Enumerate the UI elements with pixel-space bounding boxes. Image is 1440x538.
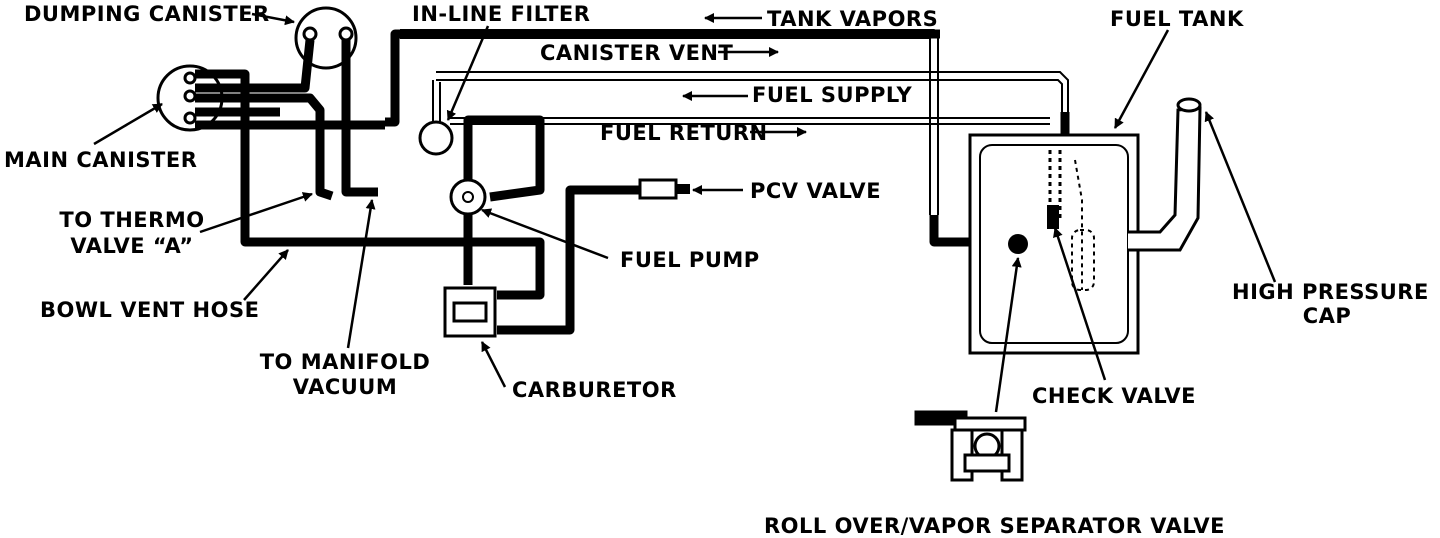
label-fuel-return: FUEL RETURN	[600, 121, 768, 145]
label-fuel-tank: FUEL TANK	[1110, 7, 1244, 31]
label-to-thermo-line1: TO THERMO	[59, 208, 205, 232]
label-to-manifold-line1: TO MANIFOLD	[259, 350, 431, 374]
label-canister-vent: CANISTER VENT	[540, 41, 734, 65]
label-in-line-filter: IN-LINE FILTER	[412, 2, 591, 26]
label-high-pressure-cap-line1: HIGH PRESSURE	[1232, 280, 1429, 304]
hoses	[195, 29, 1070, 335]
label-high-pressure-cap-line2: CAP	[1302, 304, 1352, 328]
label-to-thermo-line2: VALVE “A”	[70, 234, 194, 258]
fuel-pump	[449, 178, 487, 216]
label-carburetor: CARBURETOR	[512, 378, 677, 402]
carburetor	[443, 286, 497, 338]
pcv-valve	[638, 178, 690, 200]
fuel-tank	[968, 97, 1202, 355]
in-line-filter	[418, 120, 454, 156]
label-pcv-valve: PCV VALVE	[750, 179, 882, 203]
label-roll-over-vapor-separator-valve: ROLL OVER/VAPOR SEPARATOR VALVE	[764, 514, 1225, 538]
label-tank-vapors: TANK VAPORS	[767, 7, 939, 31]
label-fuel-supply: FUEL SUPPLY	[752, 83, 913, 107]
tubes	[400, 29, 1069, 215]
label-check-valve: CHECK VALVE	[1032, 384, 1196, 408]
roll-over-valve-assembly	[914, 410, 1027, 482]
label-bowl-vent-hose: BOWL VENT HOSE	[40, 298, 260, 322]
label-to-manifold-line2: VACUUM	[292, 375, 398, 399]
label-dumping-canister: DUMPING CANISTER	[24, 2, 270, 26]
label-main-canister: MAIN CANISTER	[4, 148, 198, 172]
label-fuel-pump: FUEL PUMP	[620, 248, 760, 272]
leader-lines	[93, 12, 1277, 413]
